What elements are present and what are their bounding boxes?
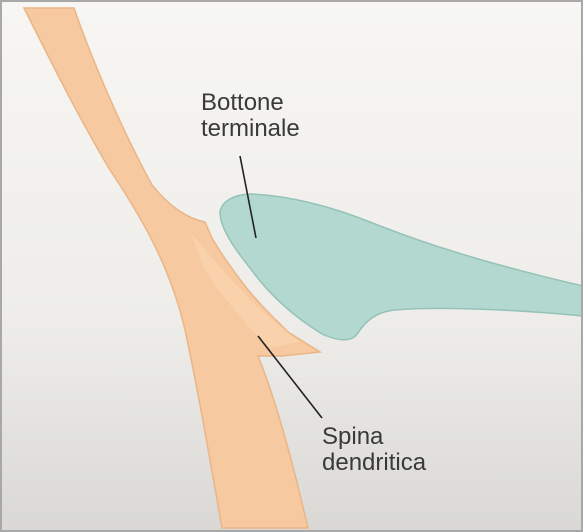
label-terminal-button-line2: terminale [201,116,300,142]
label-terminal-button: Bottone terminale [201,90,300,142]
label-dendritic-spine-line2: dendritica [322,450,426,476]
label-dendritic-spine-line1: Spina [322,424,426,450]
label-dendritic-spine: Spina dendritica [322,424,426,476]
label-terminal-button-line1: Bottone [201,90,300,116]
